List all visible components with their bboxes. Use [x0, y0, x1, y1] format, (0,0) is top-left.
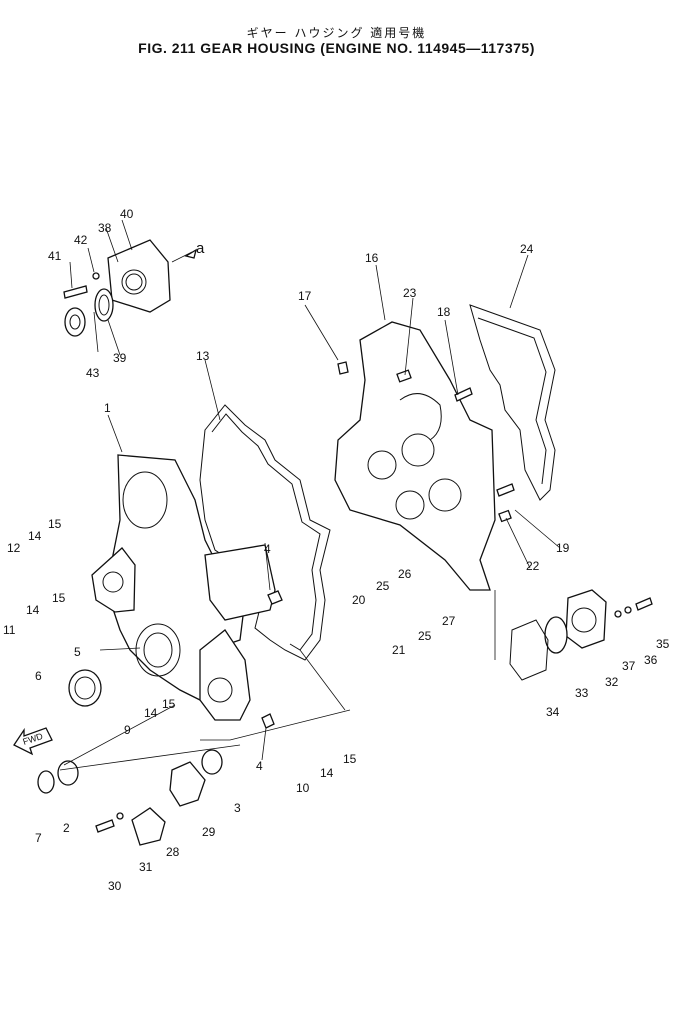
gasket-24	[469, 304, 556, 501]
callout-25a: 25	[376, 579, 390, 593]
callout-22: 22	[526, 559, 540, 573]
callout-38: 38	[98, 221, 112, 235]
callout-40: 40	[120, 207, 134, 221]
gear-housing-1	[91, 454, 246, 701]
seal-2	[57, 760, 79, 786]
callout-4b: 4	[256, 759, 263, 773]
gasket-29	[169, 761, 206, 807]
callout-33: 33	[575, 686, 589, 700]
callout-42: 42	[74, 233, 88, 247]
callout-12: 12	[7, 541, 21, 555]
bolt-30	[95, 819, 115, 833]
callout-14c: 14	[144, 706, 158, 720]
callout-27: 27	[442, 614, 456, 628]
callout-18: 18	[437, 305, 451, 319]
gasket-34	[509, 619, 549, 681]
callout-30: 30	[108, 879, 122, 893]
callout-20: 20	[352, 593, 366, 607]
callout-35: 35	[656, 637, 670, 651]
leader-lines	[59, 219, 561, 771]
callout-16: 16	[365, 251, 379, 265]
view-marker-a: a	[196, 240, 205, 257]
callout-7: 7	[35, 831, 42, 845]
callout-1: 1	[104, 401, 111, 415]
callout-31: 31	[139, 860, 153, 874]
callout-5: 5	[74, 645, 81, 659]
callout-11: 11	[3, 623, 16, 637]
bolt-35	[635, 597, 653, 611]
callout-4a: 4	[264, 542, 271, 556]
figure-title: FIG. 211 GEAR HOUSING (ENGINE NO. 114945…	[138, 40, 535, 56]
callout-14a: 14	[28, 529, 42, 543]
timing-cover-16	[334, 321, 496, 591]
callout-9: 9	[124, 723, 131, 737]
cover-28	[131, 807, 166, 846]
callout-24: 24	[520, 242, 534, 256]
seal-43	[64, 307, 86, 337]
seal-3	[201, 749, 223, 775]
callout-29: 29	[202, 825, 216, 839]
callout-34: 34	[546, 705, 560, 719]
callout-3: 3	[234, 801, 241, 815]
seal-6	[68, 669, 102, 707]
callout-17: 17	[298, 289, 312, 303]
callout-10: 10	[296, 781, 310, 795]
fwd-arrow: FWD	[13, 727, 53, 756]
callout-26: 26	[398, 567, 412, 581]
callout-39: 39	[113, 351, 127, 365]
callout-32: 32	[605, 675, 619, 689]
callout-23: 23	[403, 286, 417, 300]
callout-2: 2	[63, 821, 70, 835]
callout-21: 21	[392, 643, 406, 657]
bolt-41	[63, 285, 88, 299]
callout-13: 13	[196, 349, 210, 363]
o-ring-33	[544, 616, 568, 654]
callout-25b: 25	[418, 629, 432, 643]
stud-18	[454, 387, 473, 402]
callout-14d: 14	[320, 766, 334, 780]
idler-bracket	[199, 629, 251, 721]
callout-14b: 14	[26, 603, 40, 617]
callout-15a: 15	[48, 517, 62, 531]
callout-36: 36	[644, 653, 658, 667]
callout-numbers: 1 2 3 4 4 5 6 7 9 10 11 12 13 14 14 14 1…	[3, 207, 670, 893]
callout-15d: 15	[343, 752, 357, 766]
callout-43: 43	[86, 366, 100, 380]
plug-17	[337, 361, 349, 375]
callout-6: 6	[35, 669, 42, 683]
title-japanese: ギヤー ハウジング 適用号機	[246, 26, 427, 40]
callout-28: 28	[166, 845, 180, 859]
callout-15c: 15	[162, 697, 176, 711]
callout-37: 37	[622, 659, 636, 673]
stud-19	[496, 483, 515, 497]
callout-19: 19	[556, 541, 570, 555]
callout-41: 41	[48, 249, 62, 263]
pin-22	[498, 509, 512, 523]
seal-7	[37, 770, 55, 794]
callout-15b: 15	[52, 591, 66, 605]
seal-39	[94, 288, 114, 322]
front-cover-group	[63, 239, 198, 337]
